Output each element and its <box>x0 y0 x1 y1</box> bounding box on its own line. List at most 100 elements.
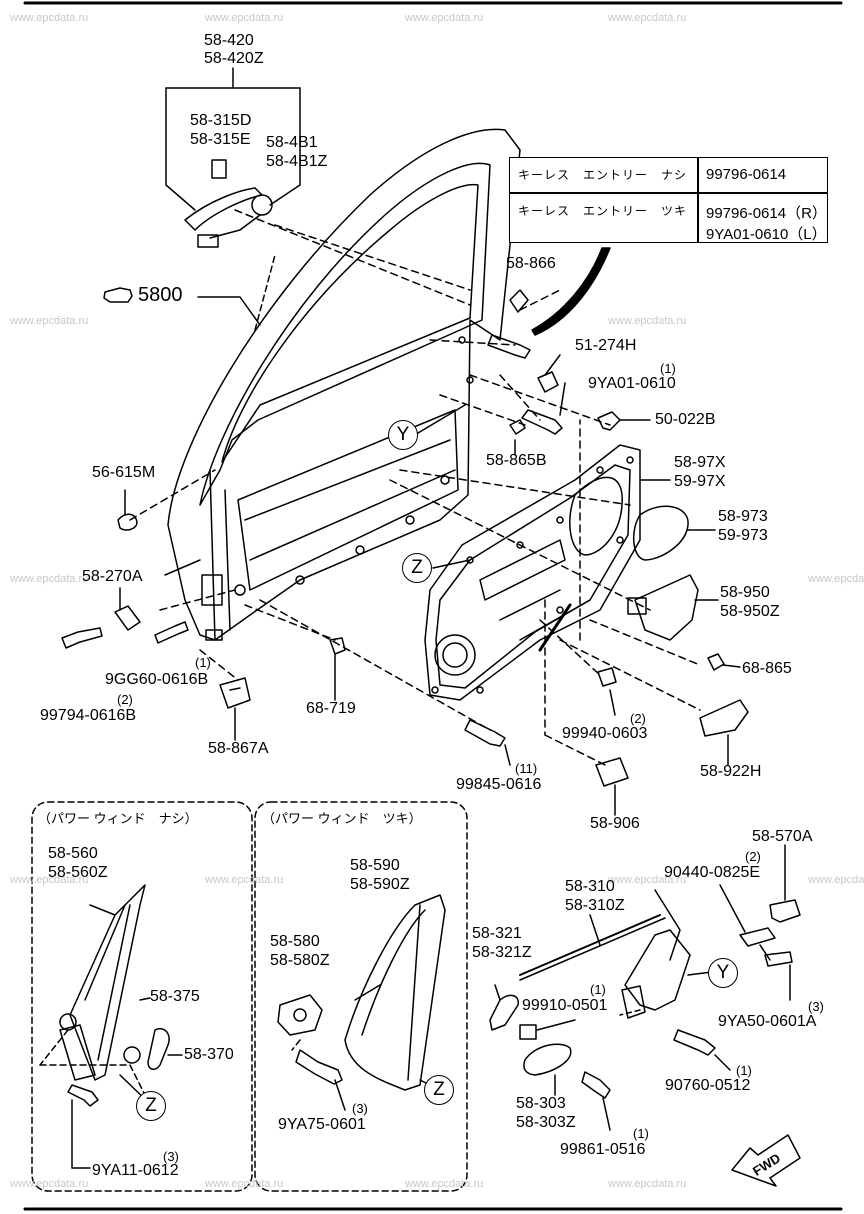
cover-58-950 <box>634 574 699 641</box>
section-caption: （パワー ウィンド ナシ） <box>38 811 198 826</box>
pad-58-906 <box>595 757 629 787</box>
fwd-arrow-icon <box>731 1134 801 1187</box>
part-label: 58-310 <box>565 878 615 895</box>
watermark: www.epcdata.ru <box>10 1178 89 1190</box>
quantity: (1) <box>195 655 211 670</box>
glass-run-path <box>254 254 276 331</box>
main-ref-label: 5800 <box>138 284 183 306</box>
watermark: www.epcdata.ru <box>808 874 864 886</box>
watermark: www.epcdata.ru <box>205 12 284 24</box>
watermark: www.epcdata.ru <box>205 874 284 886</box>
part-label: 58-922H <box>700 763 762 780</box>
part-label: 51-274H <box>575 337 637 354</box>
callout-y: Y <box>388 420 418 450</box>
bolt-9YA01 <box>521 409 563 435</box>
part-label: 58-570A <box>752 828 813 845</box>
part-label: 58-866 <box>506 255 556 272</box>
quantity: (3) <box>163 1149 179 1164</box>
clip-50-022B <box>597 411 621 431</box>
section-caption: （パワー ウィンド ツキ） <box>262 811 422 826</box>
quantity: (3) <box>352 1101 368 1116</box>
part-label: 56-615M <box>92 464 156 481</box>
ref-code: 99796-0614（R） <box>706 205 827 222</box>
quantity: (11) <box>515 761 538 776</box>
part-label: 99910-0501 <box>522 997 608 1014</box>
quantity: (2) <box>745 849 761 864</box>
part-label: 68-865 <box>742 660 792 677</box>
part-label: 58-906 <box>590 815 640 832</box>
grommet-56-615M <box>117 513 138 531</box>
callout-y: Y <box>708 958 738 988</box>
part-label: 90760-0512 <box>665 1077 751 1094</box>
part-label: 58-420Z <box>204 50 264 67</box>
bolt-9YA11 <box>67 1084 99 1107</box>
part-label: 58-950 <box>720 584 770 601</box>
cap-58-922H <box>699 699 749 737</box>
part-label: 58-315D <box>190 112 252 129</box>
part-label: 58-315E <box>190 131 251 148</box>
watermark: www.epcdata.ru <box>808 573 864 585</box>
part-label: 58-370 <box>184 1046 234 1063</box>
part-label: 58-867A <box>208 740 269 757</box>
bolt-58-866 <box>487 334 531 359</box>
part-label: 58-950Z <box>720 603 780 620</box>
callout-z: Z <box>136 1091 166 1121</box>
part-58-866-clip <box>509 289 529 313</box>
bolt-9GG60 <box>154 621 189 644</box>
part-label: 99845-0616 <box>456 776 542 793</box>
watermark: www.epcdata.ru <box>405 1178 484 1190</box>
quantity: (1) <box>590 982 606 997</box>
part-label: 58-865B <box>486 452 547 469</box>
door-frame <box>167 128 521 641</box>
part-label: 58-97X <box>674 454 726 471</box>
part-label: 9YA50-0601A <box>718 1013 817 1030</box>
part-label: 58-310Z <box>565 897 625 914</box>
part-label: 9YA01-0610 <box>588 375 676 392</box>
part-label: 59-97X <box>674 473 726 490</box>
part-label: 9YA75-0601 <box>278 1116 366 1133</box>
part-label: 58-590Z <box>350 876 410 893</box>
watermark: www.epcdata.ru <box>10 573 89 585</box>
part-label: 58-4B1 <box>266 134 318 151</box>
part-label: 90440-0825E <box>664 864 761 881</box>
part-label: 58-303Z <box>516 1114 576 1131</box>
seal-58-973 <box>633 505 689 561</box>
part-label: 58-580Z <box>270 952 330 969</box>
part-label: 58-303 <box>516 1095 566 1112</box>
watermark: www.epcdata.ru <box>608 874 687 886</box>
ref-code: 99796-0614 <box>706 166 787 183</box>
part-label: 99940-0603 <box>562 725 648 742</box>
part-label: 58-590 <box>350 857 400 874</box>
callout-z: Z <box>424 1075 454 1105</box>
clip-58-865B <box>509 419 526 435</box>
bracket-58-270A <box>114 605 141 631</box>
quantity: (2) <box>630 711 646 726</box>
part-label: 9YA11-0612 <box>92 1162 179 1179</box>
watermark: www.epcdata.ru <box>608 12 687 24</box>
part-label: 68-719 <box>306 700 356 717</box>
watermark: www.epcdata.ru <box>608 1178 687 1190</box>
ref-code-2: 9YA01-0610（L） <box>706 226 827 243</box>
watermark: www.epcdata.ru <box>205 1178 284 1190</box>
part-label: 58-420 <box>204 32 254 49</box>
part-label: 9GG60-0616B <box>105 671 209 688</box>
keyless-reference-table: キーレス エントリー ナシ 99796-0614 キーレス エントリー ツキ 9… <box>509 157 828 243</box>
door-lock-assembly <box>489 889 801 1099</box>
bolt-99845 <box>464 719 506 747</box>
part-label: 58-321Z <box>472 944 532 961</box>
part-label: 58-375 <box>150 988 200 1005</box>
watermark: www.epcdata.ru <box>10 315 89 327</box>
ref-name: キーレス エントリー ナシ <box>518 168 688 182</box>
part-label: 99861-0516 <box>560 1141 646 1158</box>
leader-lines-upper <box>129 209 701 766</box>
door-module-panel <box>424 444 641 701</box>
callout-z: Z <box>402 553 432 583</box>
part-label: 58-270A <box>82 568 143 585</box>
part-label: 58-973 <box>718 508 768 525</box>
part-label: 58-560 <box>48 845 98 862</box>
clip-68-719 <box>329 637 346 655</box>
bolt-99794 <box>61 627 103 649</box>
watermark: www.epcdata.ru <box>10 12 89 24</box>
keyless-pointer <box>531 247 611 336</box>
